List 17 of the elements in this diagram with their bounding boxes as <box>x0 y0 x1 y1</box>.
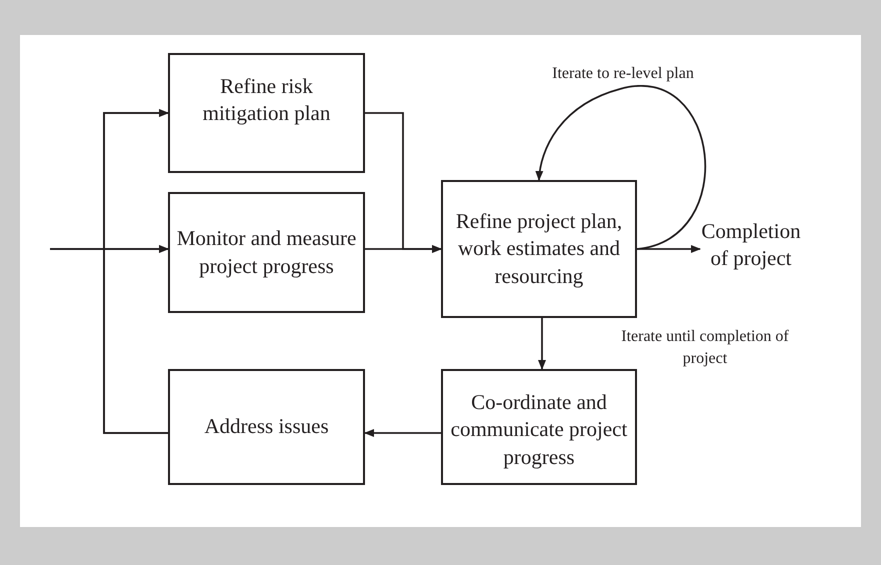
box-text: Refine project plan, work estimates and resourcing <box>454 208 624 290</box>
process-box <box>168 53 365 173</box>
process-box <box>168 192 365 313</box>
loop-arrow <box>536 85 706 250</box>
process-box <box>168 369 365 485</box>
arrow <box>103 245 169 434</box>
arrow <box>364 429 441 437</box>
process-box <box>441 369 637 485</box>
arrow <box>365 245 442 253</box>
arrow <box>538 318 546 370</box>
box-text: Address issues <box>204 413 329 440</box>
box-text: Co-ordinate and communicate project progress <box>450 389 628 471</box>
box-text: Monitor and measure project progress <box>176 225 357 280</box>
outcome-text: Completion of project <box>700 218 802 272</box>
process-box <box>441 180 637 318</box>
box-text: Refine risk mitigation plan <box>202 73 332 128</box>
arrow <box>637 245 701 253</box>
